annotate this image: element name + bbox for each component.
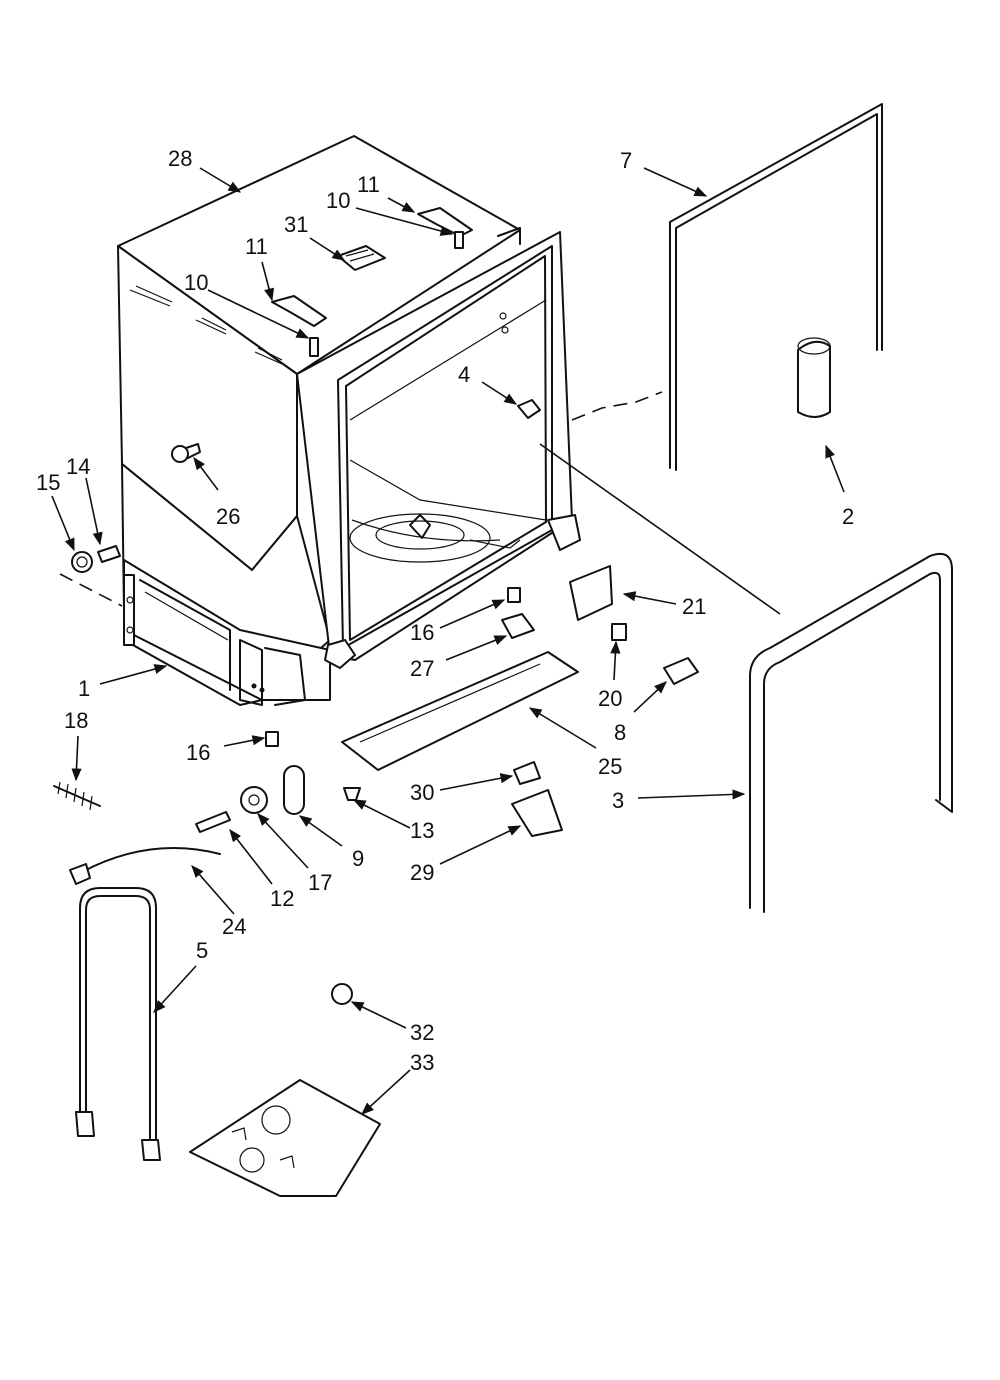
bracket-part-11-left bbox=[271, 295, 327, 327]
thermostat-part-30 bbox=[513, 761, 541, 785]
callout-10: 10 bbox=[184, 270, 208, 295]
screw-part-12 bbox=[195, 811, 231, 833]
bracket-part-21 bbox=[569, 565, 613, 621]
callout-5: 5 bbox=[196, 938, 208, 963]
foot-part-16-lower bbox=[265, 731, 279, 747]
callout-15: 15 bbox=[36, 470, 60, 495]
callout-27: 27 bbox=[410, 656, 434, 681]
callout-33: 33 bbox=[410, 1050, 434, 1075]
callout-11: 11 bbox=[357, 172, 380, 197]
callout-8: 8 bbox=[614, 720, 626, 745]
callout-labels: 28 7 11 10 31 11 10 4 26 15 14 2 21 16 2… bbox=[36, 146, 854, 1075]
callout-28: 28 bbox=[168, 146, 192, 171]
screw-part-20 bbox=[611, 623, 627, 641]
plate-part-25 bbox=[341, 651, 579, 771]
bracket-part-9 bbox=[283, 765, 305, 815]
callout-16: 16 bbox=[186, 740, 210, 765]
clip-part-4 bbox=[517, 399, 541, 419]
screw-part-13 bbox=[343, 787, 361, 801]
callout-12: 12 bbox=[270, 886, 294, 911]
callout-25: 25 bbox=[598, 754, 622, 779]
tub-assembly bbox=[117, 135, 581, 706]
callout-3: 3 bbox=[612, 788, 624, 813]
callout-14: 14 bbox=[66, 454, 90, 479]
screw-part-14 bbox=[97, 545, 121, 563]
callout-29: 29 bbox=[410, 860, 434, 885]
callout-2: 2 bbox=[842, 504, 854, 529]
callout-17: 17 bbox=[308, 870, 332, 895]
callout-10: 10 bbox=[326, 188, 350, 213]
wheel-part-17 bbox=[240, 786, 268, 814]
callout-7: 7 bbox=[620, 148, 632, 173]
clip-part-27 bbox=[501, 613, 535, 639]
clamp-part-32 bbox=[331, 983, 353, 1005]
bracket-part-11-right bbox=[417, 207, 473, 237]
callout-32: 32 bbox=[410, 1020, 434, 1045]
screw-part-10-left bbox=[309, 337, 319, 357]
foot-part-16-upper bbox=[507, 587, 521, 603]
callout-30: 30 bbox=[410, 780, 434, 805]
callout-21: 21 bbox=[682, 594, 706, 619]
callout-31: 31 bbox=[284, 212, 308, 237]
callout-20: 20 bbox=[598, 686, 622, 711]
callout-1: 1 bbox=[78, 676, 90, 701]
callout-11: 11 bbox=[245, 234, 268, 259]
hose-part-5 bbox=[85, 895, 151, 1145]
callout-13: 13 bbox=[410, 818, 434, 843]
callout-16: 16 bbox=[410, 620, 434, 645]
gasket-part-7 bbox=[669, 103, 883, 469]
callout-9: 9 bbox=[352, 846, 364, 871]
nut-part-15 bbox=[71, 551, 93, 573]
wire-part-24 bbox=[81, 847, 221, 873]
gasket-part-3 bbox=[749, 552, 953, 909]
callout-18: 18 bbox=[64, 708, 88, 733]
leader-lines bbox=[51, 167, 845, 1115]
screw-part-10-right bbox=[454, 231, 464, 249]
bracket-part-29 bbox=[511, 789, 563, 837]
spring-part-18 bbox=[53, 785, 101, 807]
clip-part-8 bbox=[663, 657, 699, 685]
callout-24: 24 bbox=[222, 914, 246, 939]
callout-4: 4 bbox=[458, 362, 470, 387]
screw-part-26 bbox=[171, 445, 189, 463]
seal-part-2 bbox=[797, 340, 831, 418]
callout-26: 26 bbox=[216, 504, 240, 529]
bag-part-33 bbox=[189, 1079, 381, 1197]
